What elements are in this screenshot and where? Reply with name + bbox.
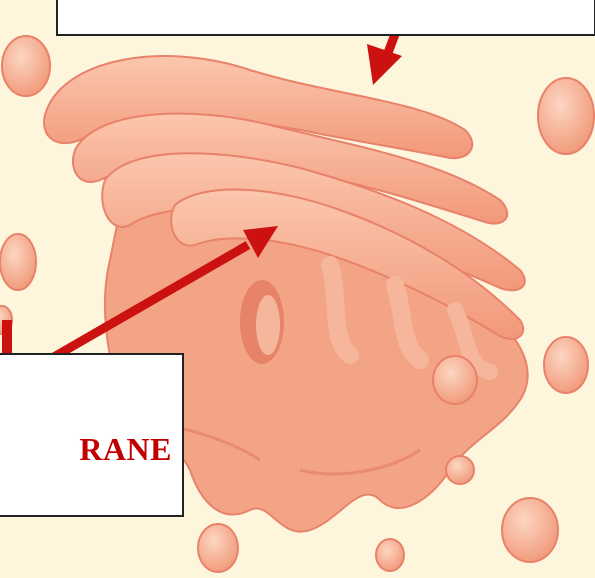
fenestration-highlight bbox=[256, 295, 280, 355]
vesicle bbox=[502, 498, 558, 562]
vesicle bbox=[2, 36, 50, 96]
vesicle bbox=[198, 524, 238, 572]
vesicle bbox=[433, 356, 477, 404]
vesicle bbox=[446, 456, 474, 484]
vesicle bbox=[376, 539, 404, 571]
bottom-label: RANE bbox=[79, 431, 172, 468]
vesicle bbox=[538, 78, 594, 154]
vesicle bbox=[0, 234, 36, 290]
top-label-box bbox=[56, 0, 595, 36]
bottom-label-box: RANE bbox=[0, 353, 184, 517]
vesicle bbox=[544, 337, 588, 393]
